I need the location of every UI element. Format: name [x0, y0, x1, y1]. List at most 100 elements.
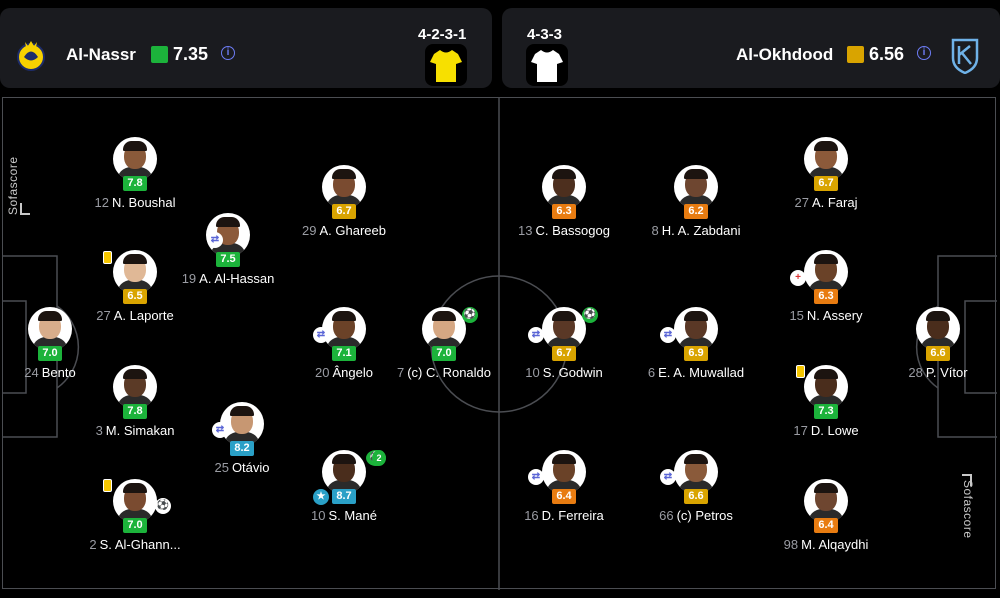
player-avatar [322, 165, 366, 209]
player-rating: 6.3 [552, 204, 576, 219]
sofascore-logo-icon [962, 474, 972, 486]
info-icon[interactable]: i [221, 46, 235, 60]
substitution-icon: ⇄ [528, 469, 544, 485]
player-avatar [804, 365, 848, 409]
away-team-name[interactable]: Al-Okhdood [736, 45, 834, 64]
substitution-icon: ⇄ [528, 327, 544, 343]
assist-count-badge: 2 [372, 450, 386, 466]
player-rating: 6.6 [684, 489, 708, 504]
player-name: S. Mané [328, 508, 377, 523]
player-number: 7 [396, 365, 405, 380]
player-name: N. Boushal [111, 195, 176, 210]
yellow-card-icon [103, 251, 112, 264]
player-rating: 6.4 [552, 489, 576, 504]
sofascore-watermark: Sofascore [961, 480, 975, 539]
player-number: 25 [214, 460, 229, 475]
away-shirt-icon [531, 50, 563, 82]
sofascore-logo-icon [20, 203, 30, 215]
away-rating-indicator [847, 46, 864, 63]
player-petros[interactable]: 6.6 66(c) Petros [616, 450, 776, 540]
player-rating: 6.7 [814, 176, 838, 191]
player-name: A. Laporte [113, 308, 174, 323]
away-team-card[interactable]: 4-3-3 Al-Okhdood 6.56 i [502, 8, 1000, 88]
player-number: 3 [95, 423, 103, 438]
player-avatar [674, 165, 718, 209]
player-name: P. Vítor [925, 365, 968, 380]
player-rating: 6.6 [926, 346, 950, 361]
player-number: 24 [24, 365, 39, 380]
yellow-card-icon [103, 479, 112, 492]
player-number: 8 [651, 223, 659, 238]
al-nassr-crest-icon [17, 41, 45, 71]
player-avatar [542, 307, 586, 351]
home-formation: 4-2-3-1 [418, 26, 467, 43]
away-kit [526, 44, 568, 86]
player-number: 15 [789, 308, 804, 323]
away-formation: 4-3-3 [527, 26, 563, 43]
home-shirt-icon [430, 50, 462, 82]
player-avatar [220, 402, 264, 446]
player-rating: 6.7 [332, 204, 356, 219]
home-team-name[interactable]: Al-Nassr [66, 45, 136, 64]
player-number: 28 [908, 365, 923, 380]
player-name: A. Ghareeb [319, 223, 386, 238]
player-rating: 7.5 [216, 252, 240, 267]
away-team-rating: 6.56 [869, 44, 905, 64]
player-number: 27 [794, 195, 809, 210]
home-team-rating: 7.35 [173, 44, 209, 64]
player-name: Otávio [231, 460, 270, 475]
player-name: D. Lowe [810, 423, 859, 438]
player-avatar [804, 250, 848, 294]
player-label: 66(c) Petros [616, 508, 776, 523]
player-number: 2 [89, 537, 97, 552]
player-rating: 7.8 [123, 176, 147, 191]
player-rating: 8.7 [332, 489, 356, 504]
player-rating: 6.3 [814, 289, 838, 304]
player-name: Bento [41, 365, 76, 380]
assist-icon: ⚽ [582, 307, 598, 323]
player-label: 7(c) C. Ronaldo [364, 365, 524, 380]
player-number: 6 [647, 365, 656, 380]
player-avatar [28, 307, 72, 351]
info-icon[interactable]: i [917, 46, 931, 60]
player-name: A. Al-Hassan [199, 271, 275, 286]
player-number: 12 [94, 195, 109, 210]
player-number: 20 [315, 365, 330, 380]
player-number: 17 [793, 423, 808, 438]
player-number: 10 [311, 508, 326, 523]
player-name: H. A. Zabdani [661, 223, 741, 238]
substitution-icon: ⇄ [207, 232, 223, 248]
player-avatar [422, 307, 466, 351]
home-team-card[interactable]: Al-Nassr 7.35 i 4-2-3-1 [0, 8, 492, 88]
